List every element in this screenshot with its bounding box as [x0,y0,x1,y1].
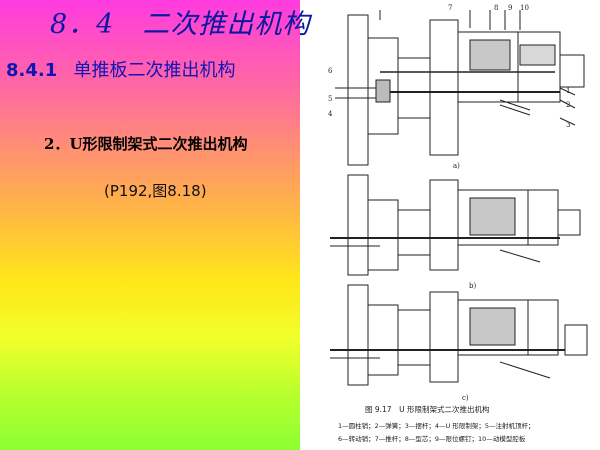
figure-caption: 图 9.17 U 形限制架式二次推出机构 [365,405,490,414]
figure-legend-line-1: 1—圆柱销；2—弹簧；3—摆杆；4—U 形限制架；5—注射机顶杆； [338,422,535,430]
section-heading: 8.4.1 单推板二次推出机构 [6,56,236,82]
figure-panel [300,0,600,450]
slide-title: 8．4 二次推出机构 [50,9,311,40]
part-number-8: 8 [494,4,499,12]
part-number-4: 4 [328,110,333,118]
part-number-6: 6 [328,67,333,75]
part-number-3: 3 [566,121,571,129]
diagram-c [330,284,588,386]
diagram-a [335,10,585,166]
section-label: 单推板二次推出机构 [73,60,236,81]
sublabel-a: a) [453,162,460,170]
figure-reference: (P192,图8.18) [104,182,207,200]
item-label: U形限制架式二次推出机构 [69,135,248,153]
part-number-2: 2 [566,101,571,109]
gradient-panel [0,0,300,450]
part-number-5: 5 [328,95,333,103]
item-number: 2． [44,135,70,153]
diagram-b [330,174,581,276]
sublabel-c: c) [462,394,469,402]
part-number-10: 10 [520,4,529,12]
sublabel-b: b) [469,282,477,290]
part-number-9: 9 [508,4,513,12]
item-heading: 2．U形限制架式二次推出机构 [44,133,248,154]
figure-legend-line-2: 6—转动销；7—推杆；8—型芯；9—限位螺钉；10—动模型腔板 [338,435,526,443]
part-number-7: 7 [448,4,453,12]
section-number: 8.4.1 [6,60,58,81]
part-number-1: 1 [566,87,571,95]
